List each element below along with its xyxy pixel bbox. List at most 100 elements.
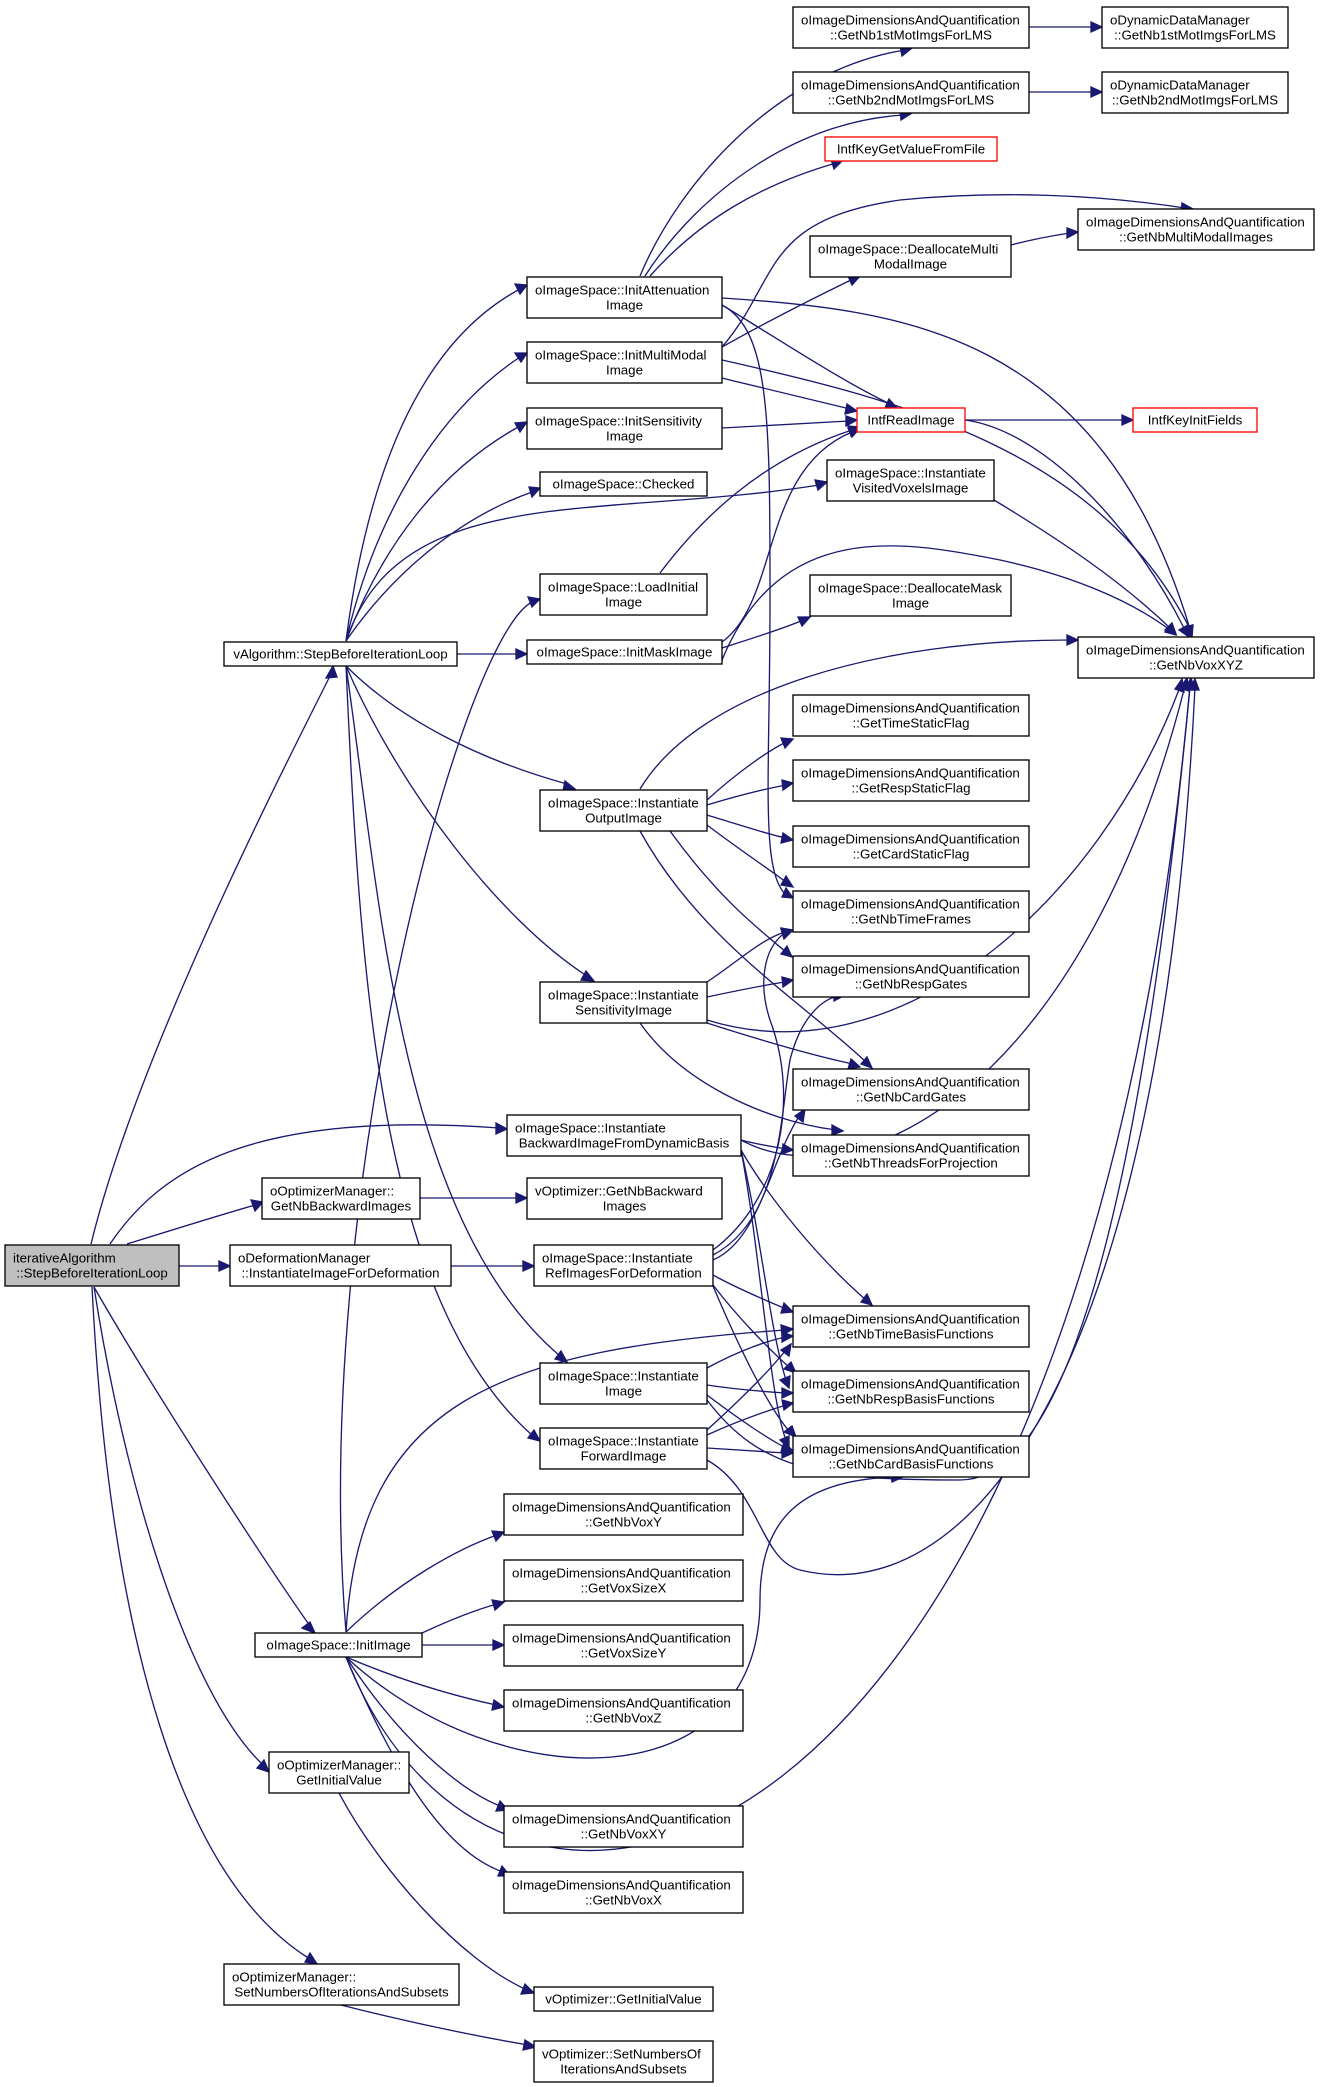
node-vo-getinit[interactable]: vOptimizer::GetInitialValue xyxy=(533,1986,714,2012)
node-oid-voxsizex[interactable]: oImageDimensionsAndQuantification::GetVo… xyxy=(503,1559,744,1602)
node-box xyxy=(824,136,998,162)
node-oid-voxsizey[interactable]: oImageDimensionsAndQuantification::GetVo… xyxy=(503,1624,744,1667)
edge-is_instbwd-to-oid_nbtimebasis xyxy=(740,1149,874,1307)
edge-line xyxy=(91,1286,311,1960)
node-oid-cardstatic[interactable]: oImageDimensionsAndQuantification::GetCa… xyxy=(792,825,1030,868)
node-intf-keyinit[interactable]: IntfKeyInitFields xyxy=(1132,407,1258,433)
node-is-instbwd[interactable]: oImageSpace::InstantiateBackwardImageFro… xyxy=(506,1114,742,1157)
node-oid-nbrespbasis[interactable]: oImageDimensionsAndQuantification::GetNb… xyxy=(792,1370,1030,1413)
node-odd-nb1st[interactable]: oDynamicDataManager::GetNb1stMotImgsForL… xyxy=(1101,6,1289,49)
node-label-line: VisitedVoxelsImage xyxy=(853,481,969,496)
node-label-line: oImageSpace::InitMultiModal xyxy=(535,348,707,363)
node-box xyxy=(503,1871,744,1914)
node-label-line: SensitivityImage xyxy=(575,1003,672,1018)
edge-is_instbwd-to-oid_nbrespbasis xyxy=(740,1149,791,1390)
node-oid-nbvoxxy[interactable]: oImageDimensionsAndQuantification::GetNb… xyxy=(503,1805,744,1848)
node-oid-nb2nd[interactable]: oImageDimensionsAndQuantification::GetNb… xyxy=(792,71,1030,114)
edge-is_instsens-to-oid_nbrespgates xyxy=(706,976,795,998)
edge-line xyxy=(721,619,804,649)
edge-is_initimage-to-oid_voxsizey xyxy=(422,1638,506,1652)
arrowhead-icon xyxy=(793,1107,806,1124)
node-is-initmask[interactable]: oImageSpace::InitMaskImage xyxy=(526,639,723,665)
node-label-line: oImageDimensionsAndQuantification xyxy=(801,1442,1020,1457)
node-intf-keyget[interactable]: IntfKeyGetValueFromFile xyxy=(824,136,998,162)
node-box xyxy=(809,235,1012,278)
node-label-line: ::GetNbVoxXY xyxy=(581,1827,667,1842)
node-box xyxy=(526,1177,723,1220)
edge-ia_step-to-odm_inst xyxy=(179,1259,232,1273)
node-oid-nbvoxy[interactable]: oImageDimensionsAndQuantification::GetNb… xyxy=(503,1493,744,1536)
edge-va_step-to-is_initmask xyxy=(457,647,529,661)
arrowhead-icon xyxy=(847,1057,862,1070)
edge-line xyxy=(345,288,521,642)
edge-line xyxy=(639,639,1071,790)
node-oid-nbvoxx[interactable]: oImageDimensionsAndQuantification::GetNb… xyxy=(503,1871,744,1914)
node-box xyxy=(223,641,458,667)
edge-om_getinit-to-vo_getinit xyxy=(338,1792,536,1995)
edge-va_step-to-is_checked xyxy=(345,486,542,642)
node-oid-nbtimebasis[interactable]: oImageDimensionsAndQuantification::GetNb… xyxy=(792,1305,1030,1348)
arrowhead-icon xyxy=(859,1292,874,1307)
node-box xyxy=(1077,208,1315,251)
edge-is_initimage-to-oid_voxsizex xyxy=(421,1599,506,1634)
node-om-setnum[interactable]: oOptimizerManager::SetNumbersOfIteration… xyxy=(223,1963,460,2006)
node-box xyxy=(792,71,1030,114)
node-box xyxy=(792,1134,1030,1177)
node-vo-getnbbwd[interactable]: vOptimizer::GetNbBackwardImages xyxy=(526,1177,723,1220)
node-oid-nbtimeframes[interactable]: oImageDimensionsAndQuantification::GetNb… xyxy=(792,890,1030,933)
node-vo-setnum[interactable]: vOptimizer::SetNumbersOfIterationsAndSub… xyxy=(533,2040,714,2083)
node-is-instvisited[interactable]: oImageSpace::InstantiateVisitedVoxelsIma… xyxy=(826,459,995,502)
arrowhead-icon xyxy=(859,1055,874,1070)
node-is-initimage[interactable]: oImageSpace::InitImage xyxy=(254,1632,423,1658)
edge-is_instout-to-oid_nbcardgates xyxy=(639,830,874,1070)
node-box xyxy=(809,574,1012,617)
node-label-line: oImageDimensionsAndQuantification xyxy=(801,78,1020,93)
arrowhead-icon xyxy=(781,886,795,899)
node-label-line: ::InstantiateImageForDeformation xyxy=(241,1266,439,1281)
node-is-instimg[interactable]: oImageSpace::InstantiateImage xyxy=(539,1362,708,1405)
node-oid-nbthreads[interactable]: oImageDimensionsAndQuantification::GetNb… xyxy=(792,1134,1030,1177)
arrowhead-icon xyxy=(553,1349,569,1364)
node-is-instref[interactable]: oImageSpace::InstantiateRefImagesForDefo… xyxy=(533,1244,714,1287)
node-label-line: oImageDimensionsAndQuantification xyxy=(1086,643,1305,658)
node-om-getnbbwd[interactable]: oOptimizerManager::GetNbBackwardImages xyxy=(261,1177,421,1220)
edge-line xyxy=(721,278,854,348)
edge-line xyxy=(109,1124,500,1245)
node-oid-timestatic[interactable]: oImageDimensionsAndQuantification::GetTi… xyxy=(792,694,1030,737)
node-odd-nb2nd[interactable]: oDynamicDataManager::GetNb2ndMotImgsForL… xyxy=(1101,71,1289,114)
node-box xyxy=(826,459,995,502)
node-label-line: Image xyxy=(606,429,643,444)
edge-line xyxy=(712,1285,791,1433)
node-intf-read[interactable]: IntfReadImage xyxy=(856,407,966,433)
edge-line xyxy=(345,356,521,642)
node-oid-nbrespgates[interactable]: oImageDimensionsAndQuantification::GetNb… xyxy=(792,955,1030,998)
node-label-line: ::GetNbCardBasisFunctions xyxy=(829,1457,994,1472)
arrowhead-icon xyxy=(796,616,812,628)
node-oid-nbcardgates[interactable]: oImageDimensionsAndQuantification::GetNb… xyxy=(792,1068,1030,1111)
node-oid-respstatic[interactable]: oImageDimensionsAndQuantification::GetRe… xyxy=(792,759,1030,802)
node-box xyxy=(792,694,1030,737)
node-oid-nbmm[interactable]: oImageDimensionsAndQuantification::GetNb… xyxy=(1077,208,1315,251)
edge-ia_step-to-va_step xyxy=(90,664,338,1245)
node-box xyxy=(503,1624,744,1667)
node-oid-nbcardbasis[interactable]: oImageDimensionsAndQuantification::GetNb… xyxy=(792,1435,1030,1478)
node-is-checked[interactable]: oImageSpace::Checked xyxy=(539,471,708,497)
node-box xyxy=(261,1177,421,1220)
node-odm-inst[interactable]: oDeformationManager::InstantiateImageFor… xyxy=(229,1244,452,1287)
node-oid-nbvoxxyz[interactable]: oImageDimensionsAndQuantification::GetNb… xyxy=(1077,636,1315,679)
node-oid-nbvoxz[interactable]: oImageDimensionsAndQuantification::GetNb… xyxy=(503,1689,744,1732)
node-oid-nb1st[interactable]: oImageDimensionsAndQuantification::GetNb… xyxy=(792,6,1030,49)
edge-line xyxy=(721,297,1191,630)
node-label-line: GetInitialValue xyxy=(296,1773,382,1788)
node-om-getinit[interactable]: oOptimizerManager::GetInitialValue xyxy=(268,1751,410,1794)
node-va-step[interactable]: vAlgorithm::StepBeforeIterationLoop xyxy=(223,641,458,667)
